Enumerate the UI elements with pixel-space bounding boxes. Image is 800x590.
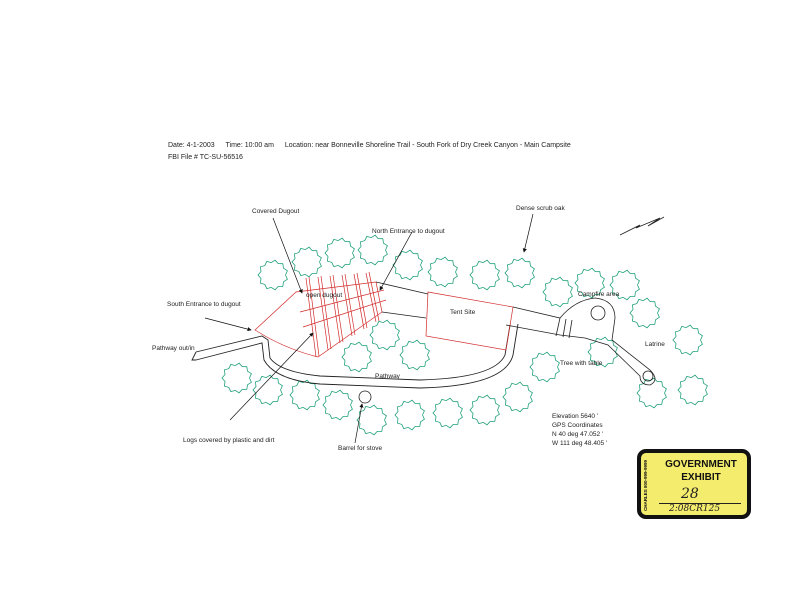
- coordinates-block: Elevation 5640 ' GPS Coordinates N 40 de…: [552, 413, 607, 447]
- scrub-oak-tree: [392, 249, 423, 281]
- log: [356, 272, 368, 329]
- label-pathway-out: Pathway out/in: [152, 345, 195, 352]
- crossbeam: [302, 299, 387, 328]
- dugout-outline: [254, 271, 387, 358]
- scrub-oak-tree: [672, 324, 703, 356]
- log: [353, 273, 365, 330]
- label-latrine: Latrine: [645, 341, 665, 348]
- scrub-oak-tree: [221, 362, 252, 394]
- scrub-oak-tree: [529, 351, 560, 383]
- exhibit-number: 28: [681, 486, 699, 502]
- scrub-oak-tree: [324, 237, 355, 269]
- north-coord: N 40 deg 47.052 ': [552, 431, 603, 438]
- log: [305, 277, 317, 358]
- government-exhibit-sticker: CHARLES 800-999-9999 GOVERNMENT EXHIBIT …: [637, 449, 751, 519]
- gps-label: GPS Coordinates: [552, 422, 603, 429]
- scrub-oak-tree: [322, 389, 353, 421]
- exhibit-underline: [659, 503, 741, 504]
- scrub-oak-tree: [609, 269, 640, 301]
- scrub-oak-tree: [636, 377, 667, 409]
- scrub-oak-tree: [252, 374, 283, 406]
- log: [341, 274, 353, 337]
- exhibit-line2: EXHIBIT: [681, 472, 721, 483]
- date-text: Date: 4-1-2003: [168, 142, 215, 149]
- scrub-oak-tree: [469, 259, 500, 291]
- location-text: Location: near Bonneville Shoreline Trai…: [284, 142, 571, 149]
- label-barrel: Barrel for stove: [338, 445, 382, 452]
- label-south-entrance: South Entrance to dugout: [167, 301, 241, 308]
- log: [320, 275, 332, 350]
- file-number: FBI File # TC-SU-56516: [168, 154, 243, 161]
- label-open-dugout: open dugout: [306, 292, 342, 299]
- case-number: 2:08CR125: [669, 504, 721, 514]
- log: [332, 274, 344, 343]
- tent-site: [425, 291, 514, 351]
- scrub-oak-tree: [574, 267, 605, 299]
- scrub-oak-tree: [587, 336, 618, 368]
- campfire-corridor: [375, 281, 656, 386]
- scrub-oak-tree: [357, 234, 388, 266]
- exhibit-line1: GOVERNMENT: [665, 459, 737, 470]
- scrub-oak-tree: [629, 297, 660, 329]
- scrub-oak-tree: [289, 379, 320, 411]
- log: [368, 271, 380, 322]
- crossbeam: [299, 289, 385, 313]
- sticker-side-text: CHARLES 800-999-9999: [643, 459, 648, 511]
- scrub-oak-tree: [677, 374, 708, 406]
- barrel-for-stove: [358, 390, 372, 404]
- scrub-oak-tree: [399, 339, 430, 371]
- scrub-oak-tree: [341, 341, 372, 373]
- label-tent-site: Tent Site: [450, 309, 476, 316]
- scrub-oak-tree: [427, 256, 458, 288]
- label-tree-table: Tree with table: [560, 360, 603, 367]
- trees: [221, 234, 708, 436]
- scrub-oak-tree: [542, 276, 573, 308]
- label-covered-dugout: Covered Dugout: [252, 208, 300, 215]
- label-pathway: Pathway: [375, 373, 401, 380]
- scrub-oak-tree: [504, 257, 535, 289]
- scrub-oak-tree: [291, 246, 322, 278]
- scrub-oak-tree: [356, 404, 387, 436]
- time-text: Time: 10:00 am: [225, 142, 274, 149]
- label-north-entrance: North Entrance to dugout: [372, 228, 445, 235]
- label-dense-scrub: Dense scrub oak: [516, 205, 566, 212]
- scrub-oak-tree: [469, 394, 500, 426]
- log: [329, 275, 341, 344]
- scrub-oak-tree: [394, 399, 425, 431]
- pathway-out: [191, 323, 519, 389]
- scrub-oak-tree: [369, 319, 400, 351]
- log: [365, 272, 377, 323]
- scrub-oak-tree: [502, 381, 533, 413]
- scrub-oak-tree: [257, 259, 288, 291]
- scrub-oak-tree: [432, 397, 463, 429]
- west-coord: W 111 deg 48.405 ': [552, 440, 607, 447]
- log: [317, 276, 329, 351]
- callout-arrows: [204, 213, 534, 444]
- header-line: Date: 4-1-2003 Time: 10:00 am Location: …: [168, 142, 580, 149]
- label-campfire: Campfire area: [578, 291, 620, 298]
- elevation-text: Elevation 5640 ': [552, 413, 598, 420]
- log: [344, 273, 356, 336]
- label-logs: Logs covered by plastic and dirt: [183, 437, 275, 444]
- north-arrow-icon: [619, 216, 665, 236]
- log: [308, 276, 320, 357]
